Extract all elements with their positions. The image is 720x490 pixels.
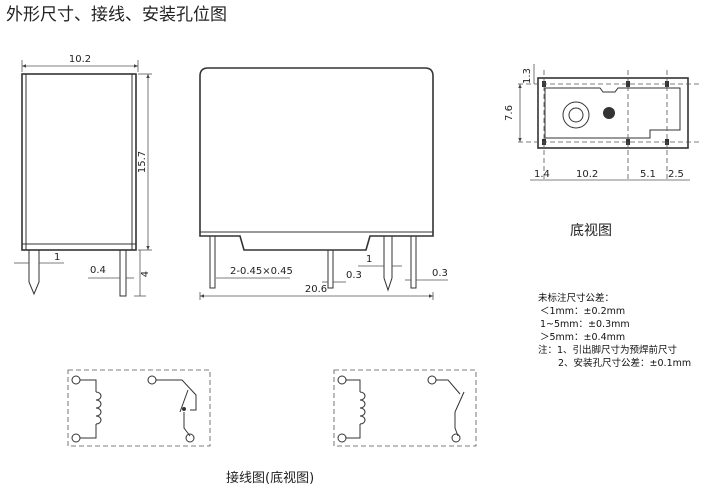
bottom-dim-4: 2.5	[668, 169, 684, 180]
note-line-6: 2、安装孔尺寸公差：±0.1mm	[558, 357, 691, 369]
bottom-view-caption: 底视图	[570, 223, 612, 239]
front-gap1-dim: 0.3	[346, 270, 362, 281]
front-gap2-dim: 0.3	[432, 268, 448, 279]
bottom-view: 7.6 1.3 1.4 10.2 5.1 2.5 底视图	[504, 64, 700, 239]
note-line-2: ＜1mm：±0.2mm	[540, 306, 625, 317]
wiring-diagram-right	[333, 369, 477, 447]
tolerance-notes: 未标注尺寸公差： ＜1mm：±0.2mm 1~5mm：±0.3mm ＞5mm：±…	[538, 292, 691, 369]
bottom-dim-2: 10.2	[576, 169, 598, 180]
side-width-dim: 10.2	[69, 54, 91, 65]
bottom-left-dim: 7.6	[504, 105, 515, 121]
bottom-top-dim: 1.3	[522, 68, 533, 84]
bottom-dim-1: 1.4	[534, 169, 550, 180]
wiring-diagram-left	[67, 369, 211, 447]
front-pin-size-dim: 2-0.45×0.45	[230, 266, 293, 277]
front-view: 2-0.45×0.45 20.6 0.3 1 0.3	[199, 67, 448, 300]
note-line-3: 1~5mm：±0.3mm	[540, 319, 630, 330]
front-pin-dim: 1	[366, 254, 372, 265]
wiring-caption: 接线图(底视图)	[226, 470, 314, 486]
side-pin-dim: 1	[54, 252, 60, 263]
side-height-dim: 15.7	[137, 151, 148, 173]
bottom-dim-3: 5.1	[640, 169, 656, 180]
note-line-1: 未标注尺寸公差：	[538, 292, 614, 304]
note-line-4: ＞5mm：±0.4mm	[540, 332, 625, 343]
side-pin-gap-dim: 0.4	[90, 265, 106, 276]
side-view: 10.2 15.7 1 0.4 4	[14, 54, 152, 297]
page-title: 外形尺寸、接线、安装孔位图	[6, 5, 227, 25]
side-pin-len-dim: 4	[140, 271, 151, 277]
front-width-dim: 20.6	[305, 284, 327, 295]
note-line-5: 注：1、引出脚尺寸为预焊前尺寸	[538, 344, 678, 356]
